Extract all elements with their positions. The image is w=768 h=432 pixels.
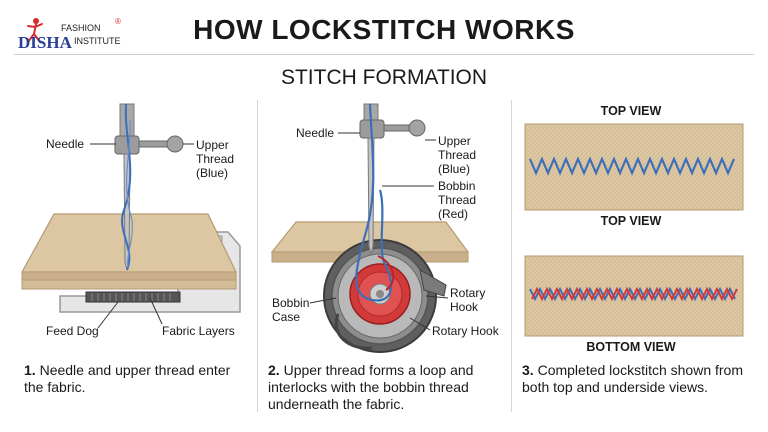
caption-text-1: Needle and upper thread enter the fabric… (24, 362, 231, 395)
label-top-view-1: TOP VIEW (600, 104, 662, 118)
bottom-view-upper-thread (529, 286, 736, 302)
registered-mark: ® (115, 17, 121, 26)
label-feed-dog: Feed Dog (46, 324, 99, 338)
fabric-layers-leader (149, 297, 163, 325)
label-upper-thread-2: Upper Thread (Blue) (438, 134, 477, 176)
needle-assembly (114, 103, 184, 271)
label-rotary-hook-right: Rotary Hook (450, 286, 486, 314)
feed-dog (85, 291, 181, 303)
label-bobbin-case: Bobbin Case (272, 296, 310, 324)
upper-thread-panel1 (121, 103, 132, 271)
dancer-figure-icon (27, 18, 43, 43)
logo-word: DISHA (18, 33, 73, 52)
label-upper-thread-1: Upper Thread (Blue) (196, 138, 235, 180)
caption-panel1: 1. Needle and upper thread enter the fab… (24, 362, 246, 396)
label-top-view-2: TOP VIEW (600, 214, 662, 228)
caption-number-3: 3. (522, 362, 534, 378)
bobbin-case-leader (309, 297, 337, 304)
label-bobbin-thread: Bobbin Thread (Red) (438, 179, 477, 221)
caption-text-3: Completed lockstitch shown from both top… (522, 362, 743, 395)
rotary-hook-right-leader (425, 295, 449, 299)
top-view-stitch (528, 156, 736, 176)
label-needle-2: Needle (296, 126, 335, 140)
title-divider (14, 54, 754, 55)
panel-divider-1 (257, 100, 258, 412)
caption-number-2: 2. (268, 362, 280, 378)
logo-line1: FASHION (61, 23, 101, 33)
panel-divider-2 (511, 100, 512, 412)
page-title: HOW LOCKSTITCH WORKS (193, 14, 575, 45)
feed-dog-leader (97, 301, 119, 329)
bobbin-thread (377, 255, 395, 291)
upper-thread-strand-panel1 (126, 119, 133, 269)
section-subtitle: STITCH FORMATION (280, 66, 488, 89)
caption-panel3: 3. Completed lockstitch shown from both … (522, 362, 754, 396)
label-needle-1: Needle (46, 137, 85, 151)
bottom-view-bobbin-thread (531, 286, 738, 302)
label-bottom-view: BOTTOM VIEW (586, 340, 676, 354)
label-fabric-layers: Fabric Layers (162, 324, 235, 338)
caption-panel2: 2. Upper thread forms a loop and interlo… (268, 362, 504, 413)
caption-number-1: 1. (24, 362, 36, 378)
disha-logo: DISHA FASHION INSTITUTE ® (14, 14, 134, 54)
label-rotary-hook-bottom: Rotary Hook (432, 324, 499, 338)
rotary-hook-bottom-leader (409, 317, 431, 331)
caption-text-2: Upper thread forms a loop and interlocks… (268, 362, 474, 412)
logo-line2: INSTITUTE (74, 36, 121, 46)
upper-thread-loop (355, 103, 393, 302)
